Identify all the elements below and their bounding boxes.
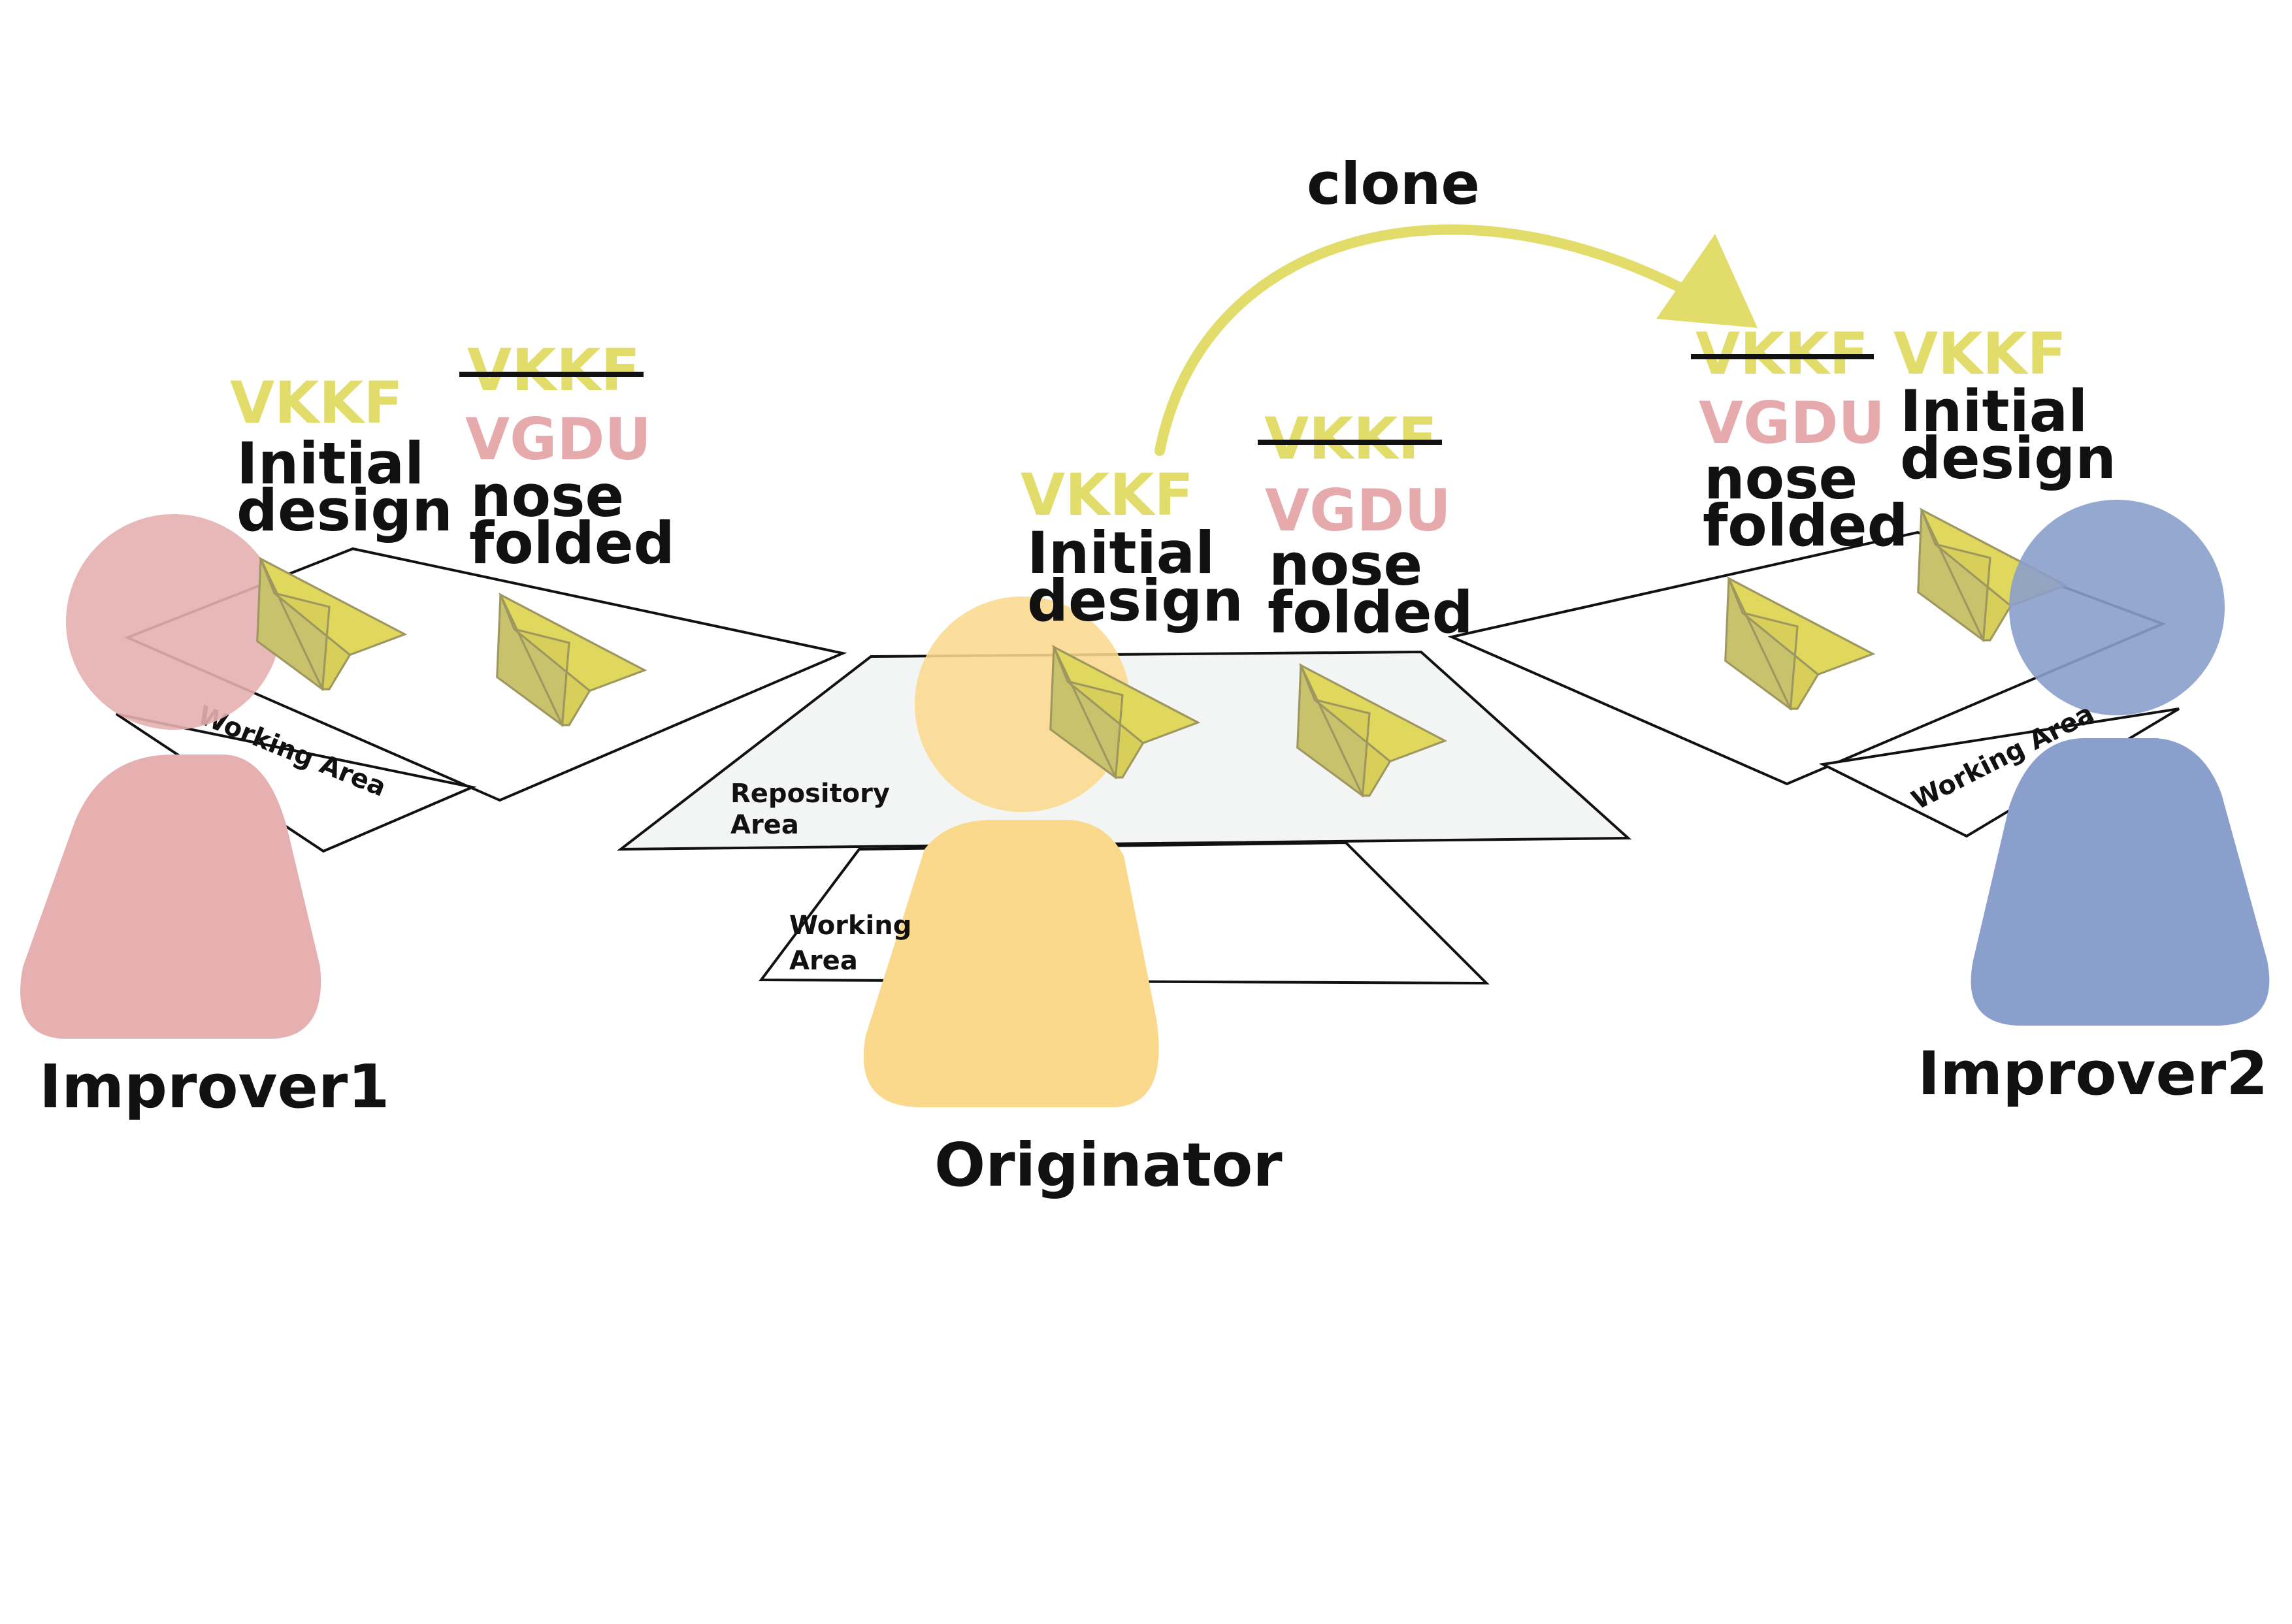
originator-nose-line1: nose	[1269, 531, 1422, 598]
originator-body	[863, 820, 1159, 1107]
originator-nose-line2: folded	[1268, 579, 1473, 646]
improver2-plane-nose	[1724, 577, 1875, 710]
originator-repository-label-2: Area	[730, 810, 799, 840]
improver2-nose-hash: VGDU	[1699, 389, 1885, 457]
improver1-initial-hash: VKKF	[230, 369, 403, 436]
improver2-nose-parent-hash: VKKF	[1695, 320, 1869, 387]
originator-nose-parent-hash: VKKF	[1264, 405, 1437, 472]
clone-arrow: clone	[1154, 150, 1758, 456]
improver2-initial-line2: design	[1900, 425, 2116, 492]
originator-head	[915, 596, 1130, 812]
improver2-nose-line2: folded	[1703, 492, 1908, 559]
improver2-group: Working Area VKKF VGDU nose folded VKKF …	[1447, 320, 2270, 1109]
originator-initial-line1: Initial	[1027, 519, 1215, 587]
originator-nose-hash: VGDU	[1265, 477, 1451, 544]
originator-name: Originator	[934, 1130, 1283, 1200]
improver1-group: Working Area VKKF Initial design VKKF VG…	[20, 336, 847, 1122]
originator-repository-label-1: Repository	[730, 779, 890, 809]
originator-initial-hash: VKKF	[1021, 461, 1194, 528]
improver2-name: Improver2	[1918, 1039, 2268, 1109]
improver1-head	[66, 514, 282, 730]
improver1-initial-line2: design	[237, 477, 453, 544]
improver1-nose-hash: VGDU	[465, 406, 651, 473]
improver2-initial-line1: Initial	[1900, 378, 2087, 445]
originator-initial-line2: design	[1027, 567, 1243, 634]
clone-arrow-label: clone	[1307, 150, 1480, 218]
improver1-nose-parent-hash: VKKF	[467, 336, 640, 404]
improver2-body	[1971, 738, 2270, 1026]
improver2-nose-line1: nose	[1704, 445, 1858, 512]
improver1-plane-initial	[256, 557, 406, 690]
improver1-nose-line1: nose	[470, 463, 624, 530]
originator-group: Repository Area Working Area VKKF Initia…	[617, 405, 1632, 1200]
originator-working-label-2: Area	[789, 946, 858, 976]
improver1-body	[20, 755, 321, 1039]
improver2-head	[2009, 500, 2225, 715]
improver1-name: Improver1	[39, 1052, 389, 1122]
improver1-initial-line1: Initial	[237, 430, 424, 497]
originator-working-label-1: Working	[789, 911, 911, 941]
improver1-plane-nose	[496, 593, 646, 726]
clone-arrow-shaft	[1154, 224, 1704, 456]
improver2-initial-hash: VKKF	[1893, 320, 2067, 387]
clone-arrow-head	[1656, 234, 1758, 328]
improver1-nose-line2: folded	[469, 510, 675, 577]
